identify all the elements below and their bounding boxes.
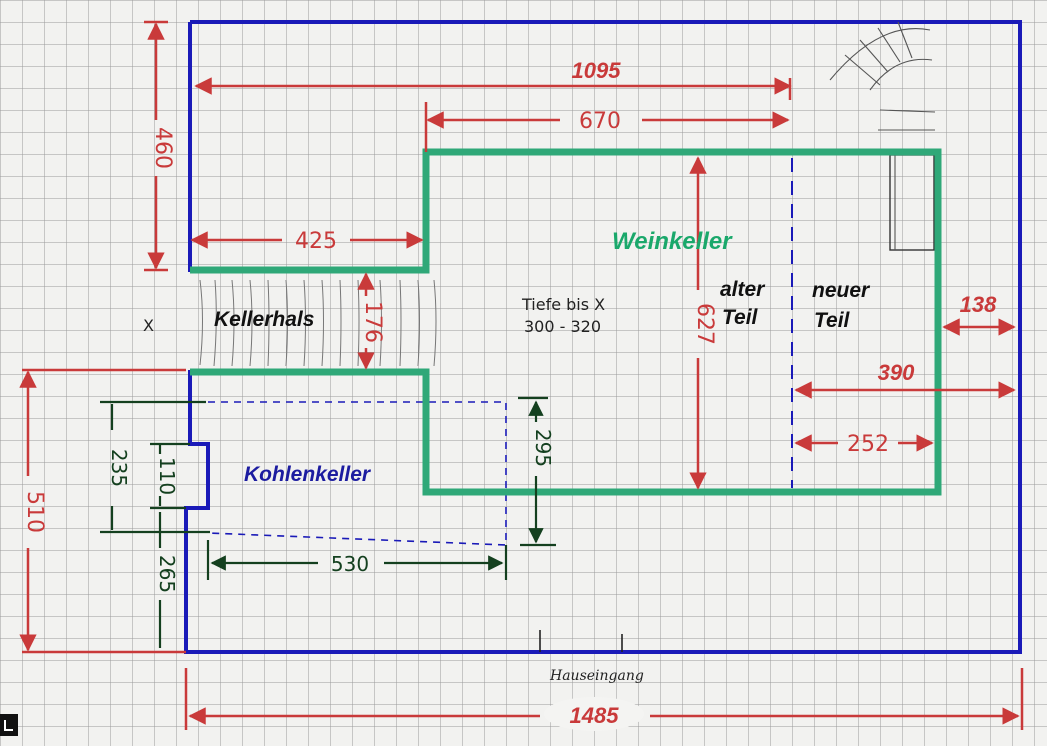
dim-530-label: 530 bbox=[331, 552, 369, 576]
dim-1095-label: 1095 bbox=[572, 58, 622, 83]
dim-670-label: 670 bbox=[579, 109, 621, 134]
part-label-old-line2: Teil bbox=[722, 306, 759, 329]
dim-390-label: 390 bbox=[878, 360, 915, 385]
room-label-coal-cellar: Kohlenkeller bbox=[244, 463, 372, 486]
dim-295-label: 295 bbox=[531, 429, 555, 467]
x-marker: X bbox=[143, 316, 154, 335]
corner-icon bbox=[0, 714, 18, 736]
entrance-label: Hauseingang bbox=[549, 668, 644, 684]
part-label-new-line1: neuer bbox=[812, 279, 871, 302]
dim-265-label: 265 bbox=[155, 555, 179, 593]
dim-252-label: 252 bbox=[847, 432, 889, 457]
dim-110-label: 110 bbox=[155, 457, 179, 495]
dim-1485-label: 1485 bbox=[570, 703, 620, 728]
part-label-old-line1: alter bbox=[720, 278, 766, 301]
dim-176-label: 176 bbox=[360, 301, 385, 343]
cellar-neck-hatching bbox=[199, 279, 437, 367]
depth-note-line1: Tiefe bis X bbox=[521, 295, 605, 314]
dim-460-label: 460 bbox=[150, 127, 175, 169]
depth-note-line2: 300 - 320 bbox=[524, 317, 601, 336]
dim-510-label: 510 bbox=[22, 491, 47, 533]
dim-1485-label-bg bbox=[544, 697, 644, 731]
dim-235-label: 235 bbox=[107, 449, 131, 487]
room-label-wine-cellar: Weinkeller bbox=[612, 228, 733, 255]
staircase-sketch bbox=[829, 21, 936, 251]
dim-627-label: 627 bbox=[692, 303, 717, 345]
dim-425-label: 425 bbox=[295, 229, 337, 254]
coal-cellar-dashed bbox=[207, 401, 507, 546]
room-label-cellar-neck: Kellerhals bbox=[214, 308, 314, 331]
wine-cellar-outline bbox=[190, 148, 942, 496]
dim-138-label: 138 bbox=[960, 292, 997, 317]
part-label-new-line2: Teil bbox=[814, 309, 851, 332]
corner-icon-glyph bbox=[4, 720, 13, 731]
